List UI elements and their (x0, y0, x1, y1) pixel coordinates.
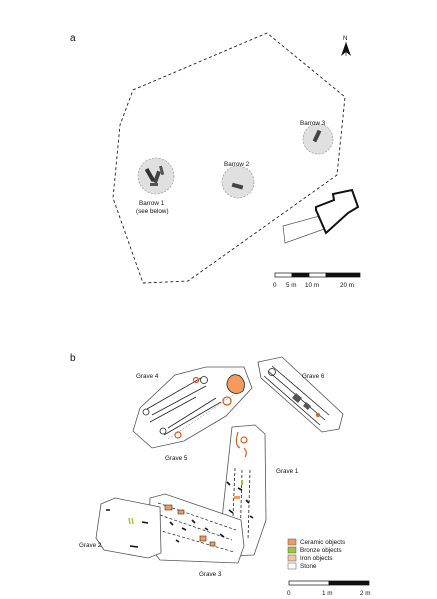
svg-text:N: N (343, 35, 348, 42)
panel-a: a N Barrow 1 (see below) Barrow 2 (70, 32, 361, 289)
scale-bar-a: 0 5 m 10 m 20 m (273, 272, 361, 289)
legend-label-bronze: Bronze objects (300, 547, 342, 554)
scale-bar-b: 0 1 m 2 m (287, 580, 371, 597)
legend: Ceramic objects Bronze objects Iron obje… (287, 538, 345, 570)
grave-5-label: Grave 5 (165, 455, 188, 462)
legend-label-iron: Iron objects (300, 555, 333, 562)
grave-3-label: Grave 3 (199, 571, 222, 578)
barrow-1: Barrow 1 (see below) (136, 157, 175, 215)
panel-b-label: b (70, 353, 76, 364)
legend-swatch-bronze (287, 546, 297, 554)
legend-label-ceramic: Ceramic objects (300, 539, 345, 546)
svg-text:2 m: 2 m (360, 590, 371, 597)
legend-swatch-stone (287, 562, 297, 570)
north-arrow-icon: N (341, 35, 351, 56)
legend-swatch-ceramic (287, 538, 297, 546)
grave-1-label: Grave 1 (276, 468, 299, 475)
svg-text:0: 0 (273, 282, 277, 289)
legend-label-stone: Stone (300, 563, 317, 570)
svg-text:1 m: 1 m (322, 590, 333, 597)
svg-text:0: 0 (287, 590, 291, 597)
svg-text:20 m: 20 m (340, 282, 354, 289)
barrow-2-label: Barrow 2 (224, 161, 250, 168)
panel-b: b Grave 4 Grave 5 Grave 6 (70, 353, 371, 597)
barrow-1-label: Barrow 1 (139, 200, 165, 207)
barrow-3: Barrow 3 (300, 120, 334, 155)
svg-text:5 m: 5 m (286, 282, 297, 289)
grave-3: Grave 3 (147, 493, 245, 578)
barrow-1-note: (see below) (136, 208, 169, 215)
grave-6: Grave 6 (257, 356, 344, 433)
svg-text:10 m: 10 m (305, 282, 319, 289)
building-outline (282, 188, 360, 244)
grave-4-5: Grave 4 Grave 5 (132, 366, 253, 462)
barrow-3-label: Barrow 3 (300, 120, 326, 127)
panel-a-label: a (70, 33, 76, 44)
grave-6-label: Grave 6 (302, 373, 325, 380)
grave-2-label: Grave 2 (79, 542, 102, 549)
site-boundary (112, 32, 346, 284)
grave-4-label: Grave 4 (136, 373, 159, 380)
barrow-2: Barrow 2 (221, 161, 255, 199)
grave-2: Grave 2 (79, 497, 162, 559)
legend-swatch-iron (287, 554, 297, 562)
